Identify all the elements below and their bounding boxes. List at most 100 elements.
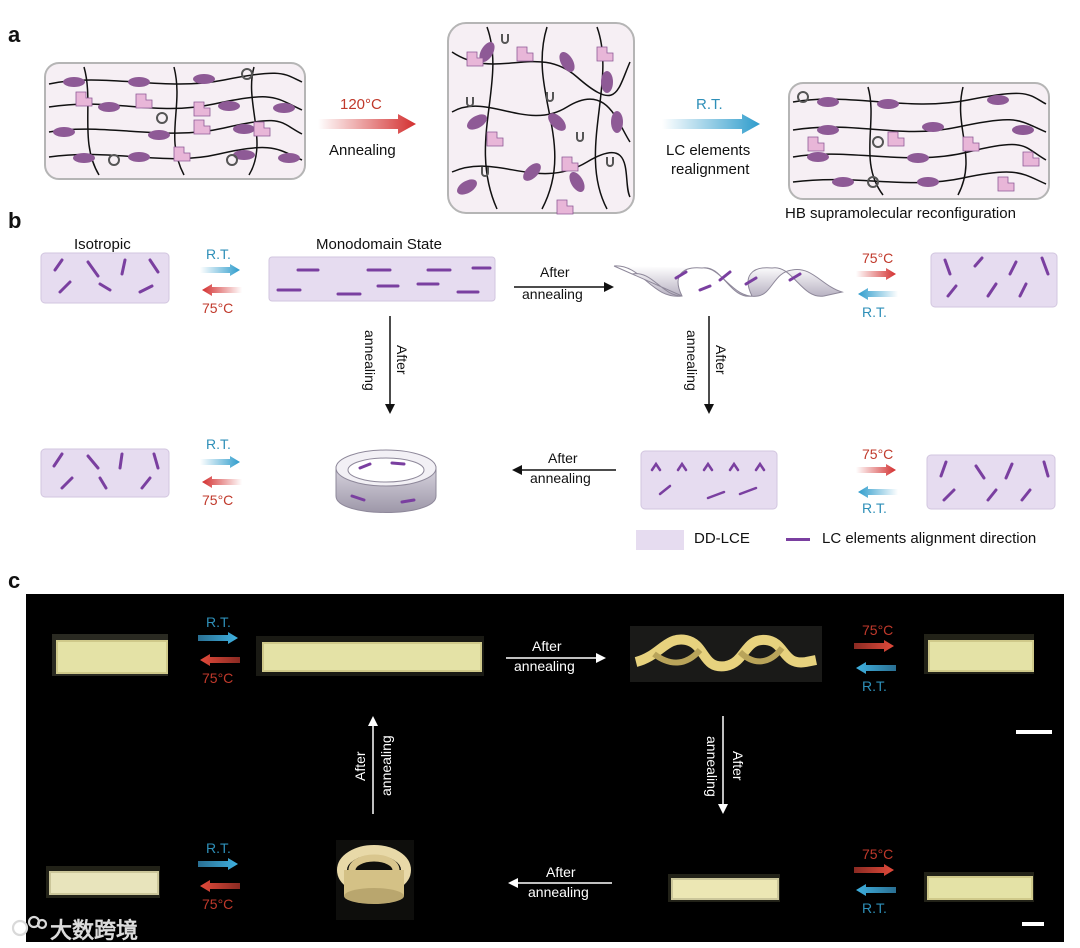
b-cool-arrow-bottom-right <box>858 486 898 498</box>
network-box-reconfigured <box>788 82 1050 200</box>
b-rt-bottom-left: R.T. <box>206 436 231 452</box>
b-rt-bottom-right: R.T. <box>862 500 887 516</box>
c-heat-arrow-bottom-right <box>854 864 894 876</box>
photo-panel <box>26 594 1064 942</box>
b-heat-arrow-top-right <box>856 268 896 280</box>
c-after-down-wrap: After <box>730 736 746 796</box>
bumpy-film <box>640 450 778 510</box>
b-rt-top-left: R.T. <box>206 246 231 262</box>
c-annealing-down: annealing <box>704 735 720 797</box>
rolled-ring-film <box>335 449 437 513</box>
watermark-logo-icon <box>11 915 48 937</box>
c-hot-top-left: 75°C <box>202 670 234 686</box>
photo-film-top-left <box>52 634 168 676</box>
b-after-down-right-wrap: After <box>713 330 729 390</box>
scale-bar-top <box>1016 730 1052 734</box>
b-heat-arrow-bottom-left <box>202 476 242 488</box>
realign-label-1: LC elements <box>666 142 751 159</box>
b-annealing-left: annealing <box>530 470 591 486</box>
c-cool-arrow-top-left <box>198 632 238 644</box>
b-arrow-down-left <box>385 316 395 414</box>
b-annealing-down-left: annealing <box>362 329 378 391</box>
watermark-text: 大数跨境 <box>50 918 139 943</box>
b-heat-arrow-top-left <box>202 284 242 296</box>
b-cool-arrow-top-right <box>858 288 898 300</box>
b-after-down-right: After <box>713 345 729 375</box>
c-annealing-up: annealing <box>378 735 394 797</box>
panel-b-letter: b <box>8 208 22 233</box>
c-cool-arrow-bottom-right <box>856 884 896 896</box>
c-annealing-right: annealing <box>514 658 575 674</box>
monodomain-film <box>268 256 496 302</box>
c-after-up: After <box>352 751 368 781</box>
anneal-label: Annealing <box>329 142 396 159</box>
network-box-initial <box>44 62 306 180</box>
b-after-down-left-wrap: After <box>394 330 410 390</box>
photo-film-bottom-left <box>46 866 160 898</box>
b-arrow-down-right <box>704 316 714 414</box>
b-hot-top-left: 75°C <box>202 300 234 316</box>
b-after-annealing-down-left: annealing <box>362 320 378 400</box>
legend-film-swatch <box>636 530 684 550</box>
photo-film-top-right <box>924 634 1034 674</box>
c-hot-bottom-right: 75°C <box>862 846 894 862</box>
isotropic-film-top-right <box>930 252 1058 308</box>
c-rt-top-left: R.T. <box>206 614 231 630</box>
b-cool-arrow-top-left <box>200 264 240 276</box>
photo-film-bumpy <box>668 874 780 902</box>
hb-caption: HB supramolecular reconfiguration <box>785 205 1016 222</box>
monodomain-label: Monodomain State <box>316 236 442 253</box>
b-hot-top-right: 75°C <box>862 250 894 266</box>
c-rt-top-right: R.T. <box>862 678 887 694</box>
legend-film-label: DD-LCE <box>694 530 750 547</box>
cooling-arrow <box>662 114 760 134</box>
heating-arrow <box>318 114 416 134</box>
realign-label-2: realignment <box>671 161 750 178</box>
photo-helix <box>630 626 822 682</box>
c-after-up-wrap: After <box>352 736 368 796</box>
c-arrow-right <box>506 653 606 663</box>
b-after-down-left: After <box>394 345 410 375</box>
c-heat-arrow-top-right <box>854 640 894 652</box>
isotropic-film-bottom-left <box>40 448 170 498</box>
b-hot-bottom-right: 75°C <box>862 446 894 462</box>
b-after-right-1: After <box>540 264 570 280</box>
b-rt-top-right: R.T. <box>862 304 887 320</box>
c-cool-arrow-bottom-left <box>198 858 238 870</box>
c-heat-arrow-top-left <box>200 654 240 666</box>
isotropic-film-bottom-right <box>926 454 1056 510</box>
isotropic-film-top-left <box>40 252 170 304</box>
b-after-left: After <box>548 450 578 466</box>
photo-ring <box>336 840 414 920</box>
c-after-down: After <box>730 751 746 781</box>
anneal-temp-label: 120°C <box>340 96 382 113</box>
photo-film-bottom-right <box>924 872 1034 902</box>
c-after-left: After <box>546 864 576 880</box>
legend-line-label: LC elements alignment direction <box>822 530 1037 547</box>
c-annealing-left: annealing <box>528 884 589 900</box>
b-annealing-down-right: annealing <box>684 329 700 391</box>
b-heat-arrow-bottom-right <box>856 464 896 476</box>
network-box-annealed <box>447 22 635 215</box>
photo-film-monodomain <box>256 636 484 676</box>
c-annealing-up-wrap: annealing <box>378 724 394 808</box>
c-arrow-up <box>368 716 378 814</box>
helix-film <box>613 265 844 297</box>
b-after-annealing-down-right: annealing <box>684 320 700 400</box>
c-rt-bottom-right: R.T. <box>862 900 887 916</box>
panel-c-letter: c <box>8 568 21 593</box>
scale-bar-bottom <box>1022 922 1044 926</box>
c-annealing-down-wrap: annealing <box>704 724 720 808</box>
rt-label-a: R.T. <box>696 96 723 113</box>
c-arrow-down <box>718 716 728 814</box>
panel-a-letter: a <box>8 22 21 47</box>
c-hot-bottom-left: 75°C <box>202 896 234 912</box>
b-cool-arrow-bottom-left <box>200 456 240 468</box>
b-hot-bottom-left: 75°C <box>202 492 234 508</box>
b-annealing-right: annealing <box>522 286 583 302</box>
isotropic-label: Isotropic <box>74 236 131 253</box>
c-heat-arrow-bottom-left <box>200 880 240 892</box>
legend-line-swatch <box>786 538 810 541</box>
c-hot-top-right: 75°C <box>862 622 894 638</box>
b-arrow-right <box>514 282 614 292</box>
